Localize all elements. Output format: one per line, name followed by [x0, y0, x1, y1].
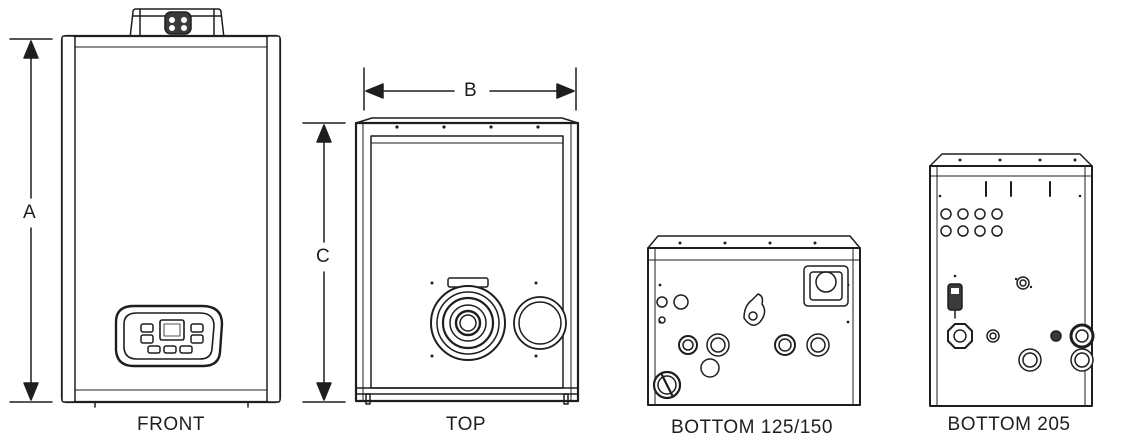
dimension-c: [302, 122, 346, 403]
dimension-a: [9, 38, 53, 403]
bottom-125-150-view: [647, 235, 861, 406]
air-intake: [513, 296, 567, 350]
top-view: [354, 117, 580, 405]
knockout-grid: [940, 208, 1003, 237]
control-panel: [114, 304, 224, 368]
relief-valve: [947, 274, 963, 319]
dimension-c-label: C: [313, 247, 333, 267]
bottom-125-150-view-label: BOTTOM 125/150: [671, 417, 833, 438]
front-view-label: FRONT: [137, 414, 205, 435]
vent-outlet: [803, 265, 849, 307]
dimension-b-label: B: [461, 81, 480, 101]
dimension-a-label: A: [20, 203, 39, 223]
front-view: [60, 8, 282, 408]
pipe-fittings: [678, 333, 830, 378]
bottom-205-view-label: BOTTOM 205: [947, 414, 1071, 435]
top-view-label: TOP: [445, 414, 487, 435]
gas-valve: [743, 293, 766, 326]
flue-adapter: [430, 277, 506, 361]
flue-collar: [129, 8, 225, 39]
condensate-knob: [652, 370, 682, 400]
bottom-205-view: [929, 153, 1095, 407]
dimension-b: [363, 67, 577, 111]
pipe-fittings-205: [947, 323, 1095, 372]
